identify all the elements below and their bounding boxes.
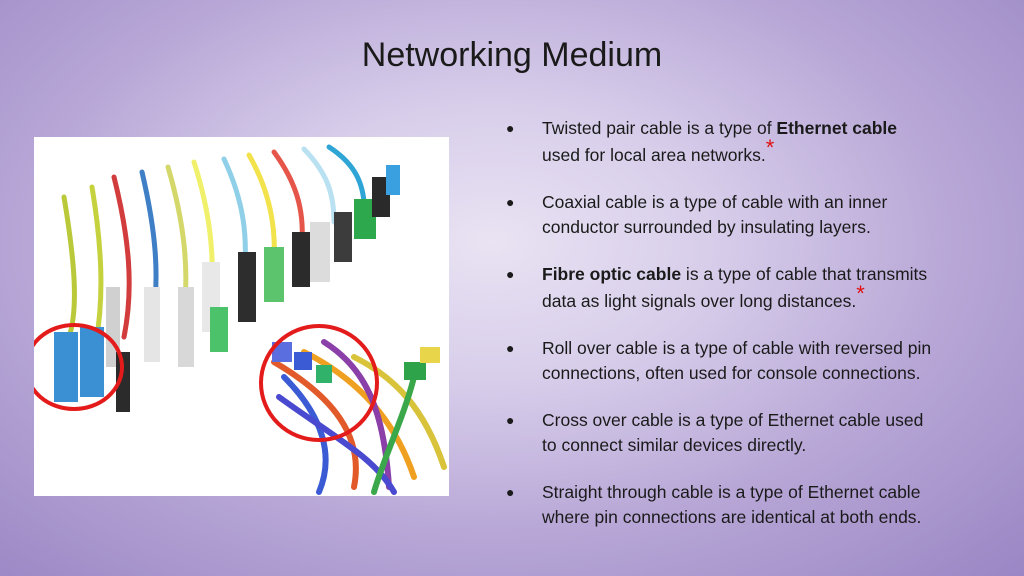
- bullet-dot: ●: [506, 266, 515, 282]
- bullet-fibre-optic: ● Fibre optic cable is a type of cable t…: [498, 262, 998, 314]
- bullet-text: Roll over cable is a type of cable with …: [542, 338, 932, 358]
- bullet-text-line2: data as light signals over long distance…: [542, 291, 857, 311]
- bullet-dot: ●: [506, 340, 515, 356]
- bullet-text-line2: used for local area networks.: [542, 145, 766, 165]
- asterisk: *: [765, 135, 775, 160]
- bullet-bold: Ethernet cable: [776, 118, 898, 138]
- bullet-straight-through: ● Straight through cable is a type of Et…: [498, 480, 998, 530]
- bullet-roll-over: ● Roll over cable is a type of cable wit…: [498, 336, 998, 386]
- slide-title: Networking Medium: [361, 36, 663, 74]
- bullet-coaxial: ● Coaxial cable is a type of cable with …: [498, 190, 998, 240]
- bullet-text: Straight through cable is a type of Ethe…: [542, 482, 921, 502]
- bullet-text-line2: to connect similar devices directly.: [542, 435, 807, 455]
- bullet-text: Coaxial cable is a type of cable with an…: [542, 192, 888, 212]
- bullet-text-line2: conductor surrounded by insulating layer…: [542, 217, 871, 237]
- asterisk: *: [856, 281, 865, 306]
- bullet-text-line2: where pin connections are identical at b…: [542, 507, 922, 527]
- bullet-dot: ●: [506, 194, 515, 210]
- bullet-dot: ●: [506, 412, 515, 428]
- bullet-bold: Fibre optic cable: [542, 264, 682, 284]
- bullet-cross-over: ● Cross over cable is a type of Ethernet…: [498, 408, 998, 458]
- bullet-dot: ●: [506, 120, 515, 136]
- bullet-twisted-pair: ● Twisted pair cable is a type of Ethern…: [498, 116, 998, 168]
- cable-illustration: [34, 144, 447, 495]
- cable-photo: [34, 137, 449, 496]
- bullet-dot: ●: [506, 484, 515, 500]
- bullet-list: ● Twisted pair cable is a type of Ethern…: [498, 116, 998, 552]
- bullet-text: Cross over cable is a type of Ethernet c…: [542, 410, 924, 430]
- bullet-text-line2: connections, often used for console conn…: [542, 363, 921, 383]
- bullet-text: Twisted pair cable is a type of: [542, 118, 777, 138]
- bullet-text: is a type of cable that transmits: [681, 264, 928, 284]
